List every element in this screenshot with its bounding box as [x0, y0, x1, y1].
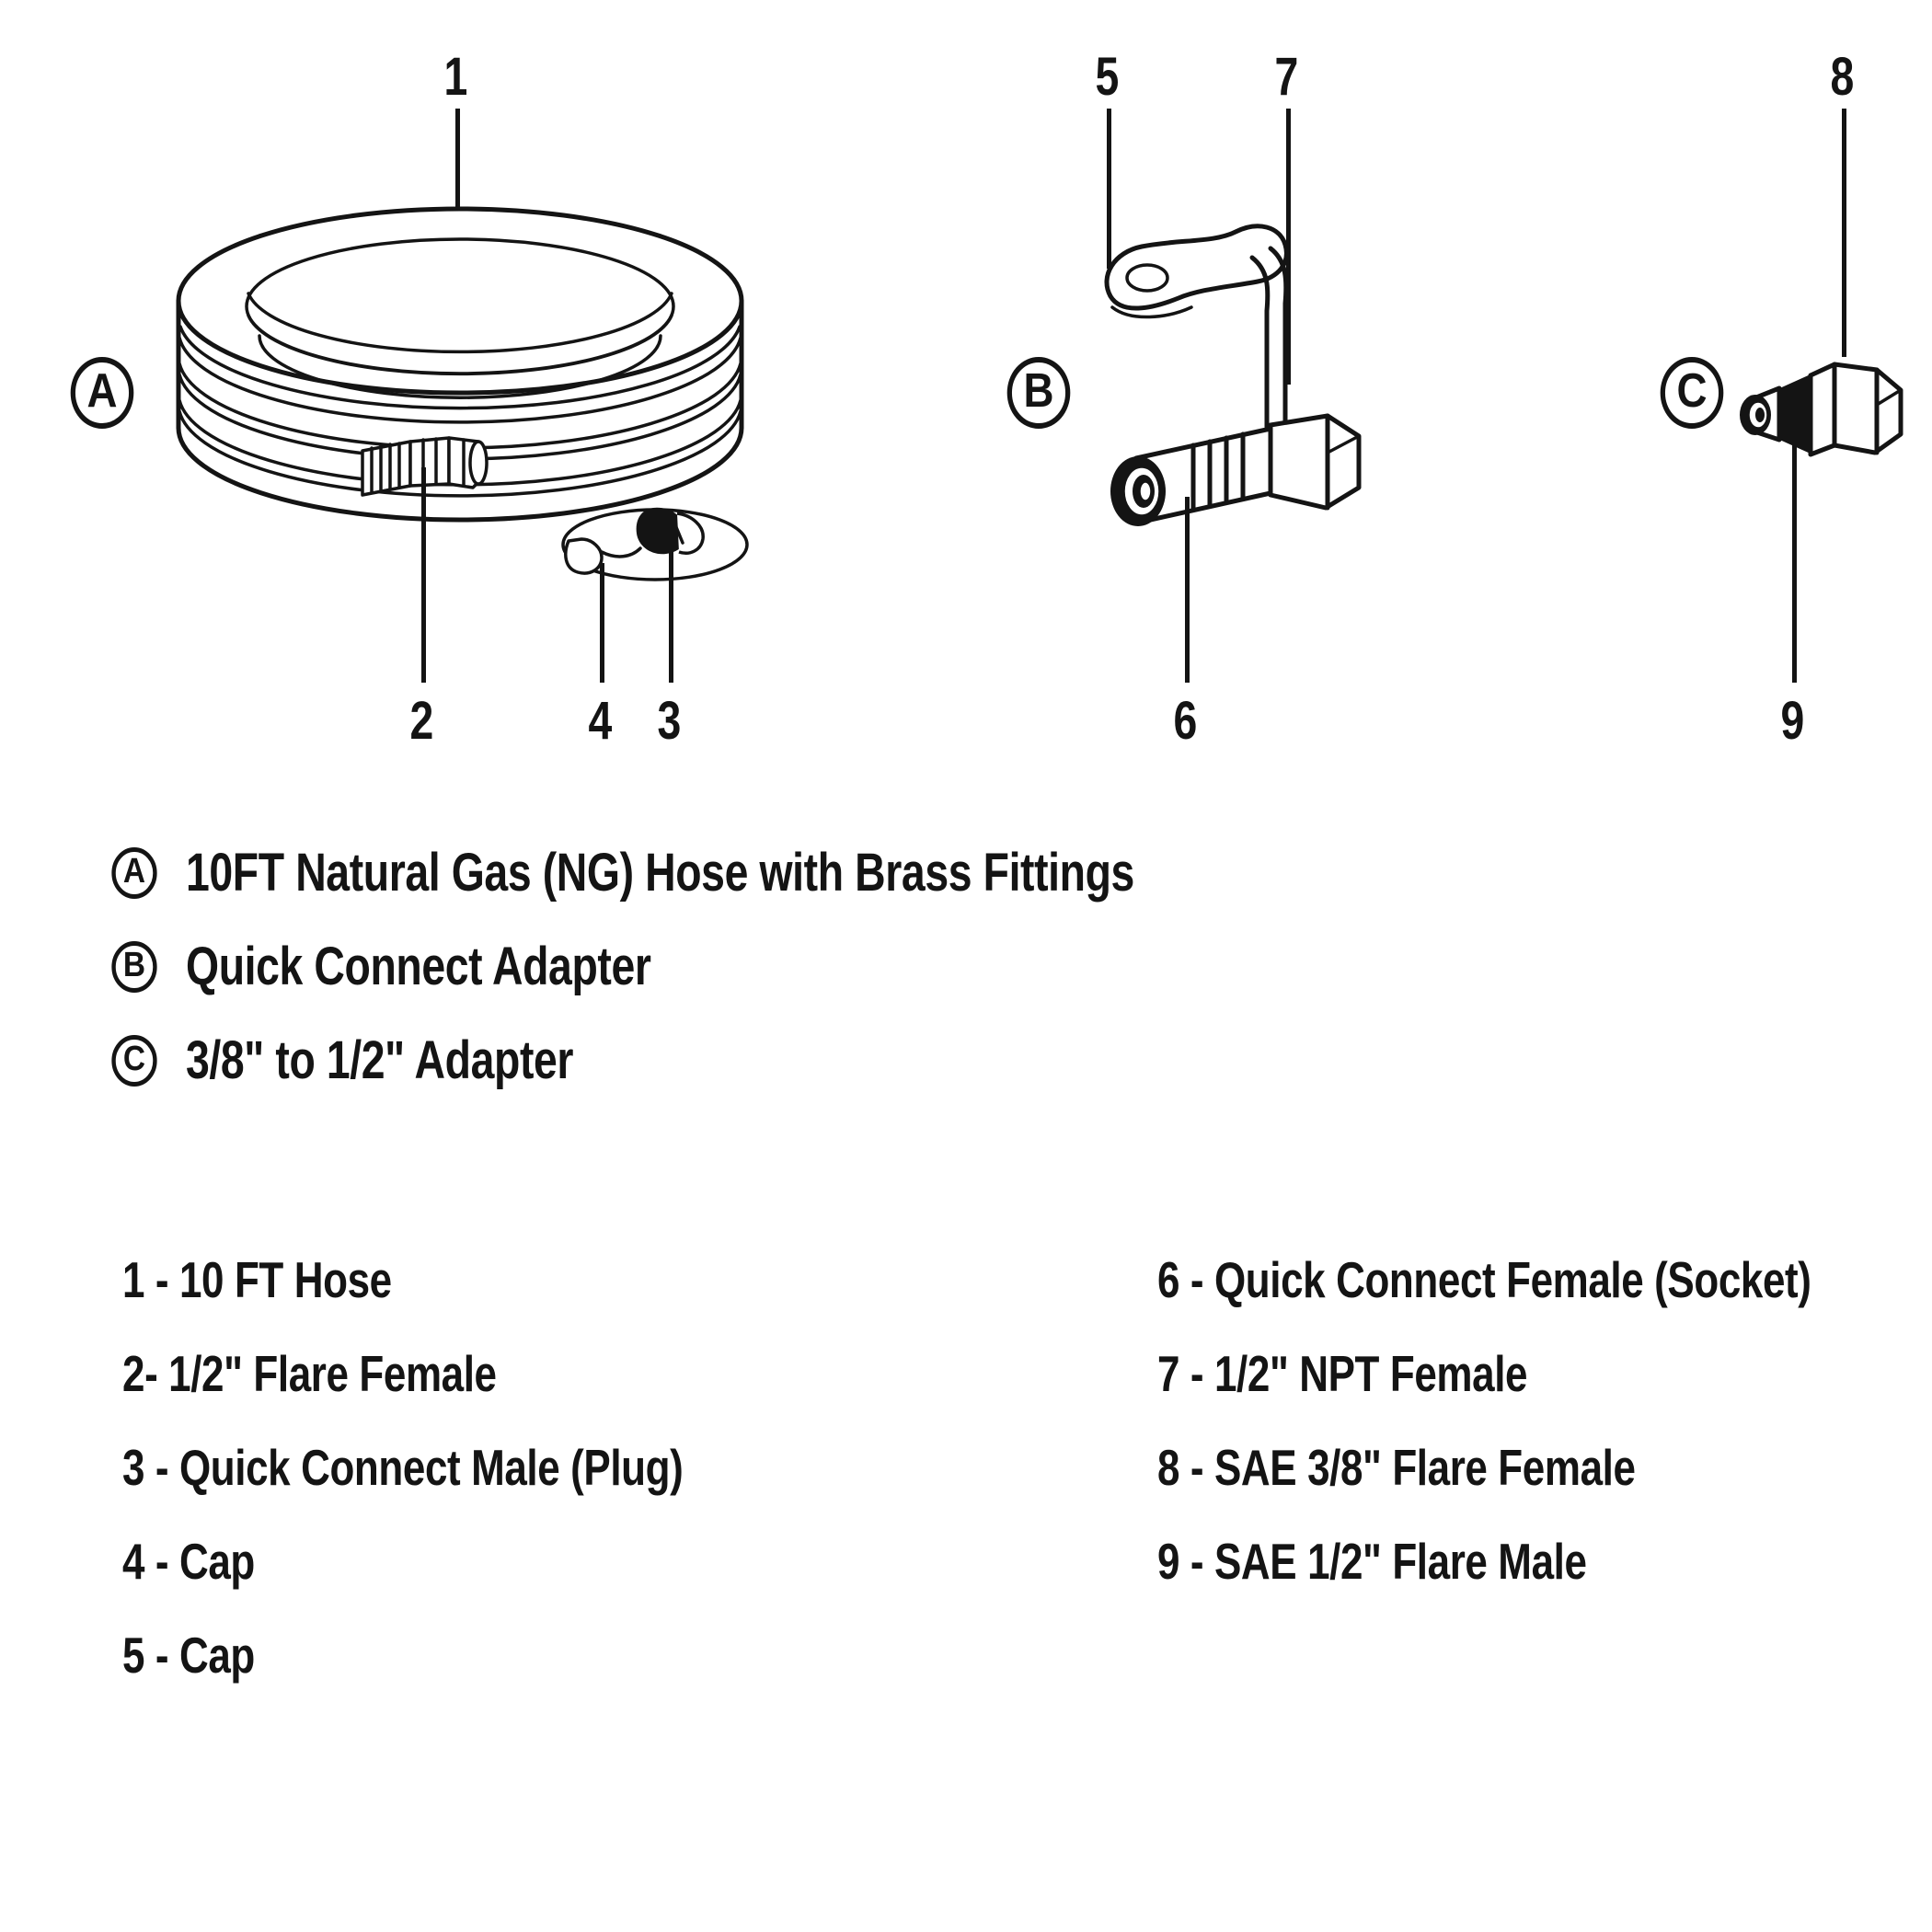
legend: A 10FT Natural Gas (NG) Hose with Brass …: [109, 826, 1489, 1108]
callout-number-5: 5: [1095, 47, 1119, 107]
callout-number-6: 6: [1173, 691, 1197, 751]
part-list-item-text: 2- 1/2" Flare Female: [122, 1345, 497, 1402]
part-list-item-text: 9 - SAE 1/2" Flare Male: [1157, 1533, 1587, 1590]
legend-badge-b: B: [111, 941, 157, 993]
legend-badge-c: C: [111, 1035, 157, 1087]
callout-number-7: 7: [1274, 47, 1298, 107]
part-list-item-text: 5 - Cap: [122, 1627, 255, 1684]
leader-line-9: [1792, 443, 1797, 683]
legend-text-a: 10FT Natural Gas (NG) Hose with Brass Fi…: [186, 843, 1134, 903]
parts-list-left-column: 1 - 10 FT Hose 2- 1/2" Flare Female 3 - …: [122, 1233, 823, 1702]
leader-line-5: [1107, 109, 1111, 269]
leader-line-6: [1185, 497, 1190, 683]
diagram-marker-b: B: [1006, 357, 1071, 429]
legend-badge-c-label: C: [122, 1040, 146, 1078]
part-list-item: 3 - Quick Connect Male (Plug): [122, 1420, 823, 1514]
hose-brass-fitting: [361, 436, 489, 497]
part-list-item-text: 3 - Quick Connect Male (Plug): [122, 1439, 684, 1496]
part-list-item-text: 4 - Cap: [122, 1533, 255, 1590]
diagram-marker-a-label: A: [86, 364, 118, 418]
leader-line-2: [421, 467, 426, 683]
legend-badge-b-label: B: [122, 946, 146, 984]
part-list-item: 1 - 10 FT Hose: [122, 1233, 823, 1327]
part-list-item: 5 - Cap: [122, 1608, 823, 1702]
part-list-item-text: 7 - 1/2" NPT Female: [1157, 1345, 1528, 1402]
hose-quick-connect-plug-and-cap: [561, 507, 749, 581]
callout-number-8: 8: [1830, 47, 1854, 107]
flare-adapter-illustration: [1740, 362, 1903, 457]
leader-line-1: [455, 109, 460, 210]
part-list-item: 7 - 1/2" NPT Female: [1157, 1327, 1932, 1420]
legend-badge-a-label: A: [122, 852, 146, 891]
legend-row-b: B Quick Connect Adapter: [109, 920, 1489, 1014]
parts-list-right-column: 6 - Quick Connect Female (Socket) 7 - 1/…: [1157, 1233, 1932, 1608]
leader-line-7: [1286, 109, 1291, 385]
callout-number-4: 4: [588, 691, 612, 751]
diagram-area: A B: [0, 0, 1932, 791]
legend-row-c: C 3/8" to 1/2" Adapter: [109, 1014, 1489, 1108]
callout-number-3: 3: [657, 691, 681, 751]
part-list-item-text: 6 - Quick Connect Female (Socket): [1157, 1251, 1811, 1308]
part-list-item: 4 - Cap: [122, 1514, 823, 1608]
part-list-item: 6 - Quick Connect Female (Socket): [1157, 1233, 1932, 1327]
part-list-item: 8 - SAE 3/8" Flare Female: [1157, 1420, 1932, 1514]
callout-number-2: 2: [409, 691, 433, 751]
callout-number-1: 1: [443, 47, 467, 107]
quick-connect-adapter-illustration: [1104, 224, 1362, 526]
legend-text-c: 3/8" to 1/2" Adapter: [186, 1030, 574, 1090]
part-list-item: 9 - SAE 1/2" Flare Male: [1157, 1514, 1932, 1608]
part-list-item-text: 8 - SAE 3/8" Flare Female: [1157, 1439, 1636, 1496]
legend-text-b: Quick Connect Adapter: [186, 937, 651, 996]
leader-line-3: [669, 532, 673, 683]
diagram-marker-c-label: C: [1676, 364, 1708, 418]
part-list-item-text: 1 - 10 FT Hose: [122, 1251, 392, 1308]
leader-line-8: [1842, 109, 1846, 357]
part-list-item: 2- 1/2" Flare Female: [122, 1327, 823, 1420]
diagram-marker-a: A: [70, 357, 134, 429]
leader-line-4: [600, 563, 604, 683]
diagram-marker-b-label: B: [1023, 364, 1054, 418]
diagram-marker-c: C: [1660, 357, 1724, 429]
legend-badge-a: A: [111, 847, 157, 899]
legend-row-a: A 10FT Natural Gas (NG) Hose with Brass …: [109, 826, 1489, 920]
callout-number-9: 9: [1780, 691, 1804, 751]
